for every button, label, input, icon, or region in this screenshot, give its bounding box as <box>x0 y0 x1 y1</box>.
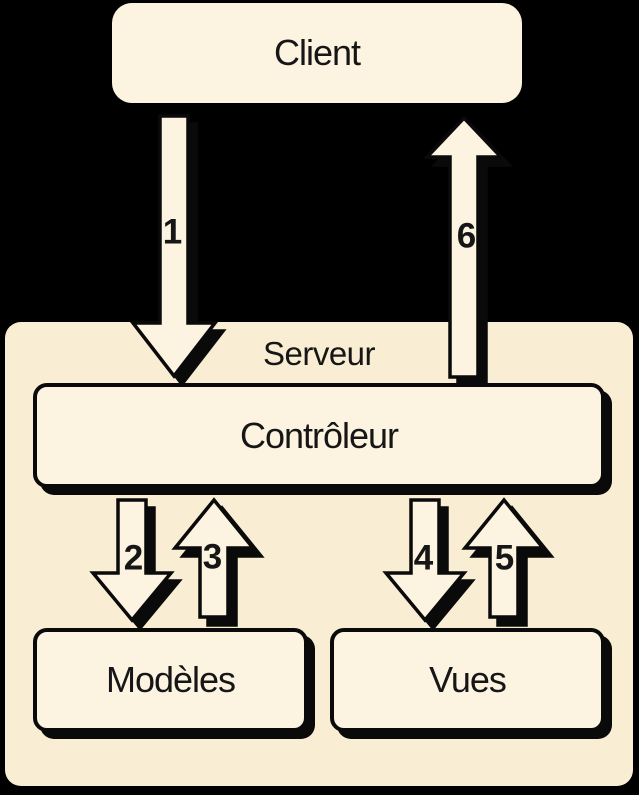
arrow-1-label: 1 <box>162 212 182 252</box>
controller-node: Contrôleur <box>33 383 605 488</box>
arrow-4-label: 4 <box>413 538 433 578</box>
arrow-5-label: 5 <box>494 538 514 578</box>
models-node: Modèles <box>33 628 308 732</box>
client-node: Client <box>112 3 522 103</box>
views-label: Vues <box>429 659 507 700</box>
arrow-2-label: 2 <box>123 538 143 578</box>
models-label: Modèles <box>105 659 236 700</box>
arrow-3-label: 3 <box>202 537 222 577</box>
arrow-6-label: 6 <box>456 216 476 256</box>
views-node: Vues <box>330 628 605 732</box>
server-label: Serveur <box>262 335 376 372</box>
client-label: Client <box>273 32 361 73</box>
controller-label: Contrôleur <box>239 414 399 456</box>
